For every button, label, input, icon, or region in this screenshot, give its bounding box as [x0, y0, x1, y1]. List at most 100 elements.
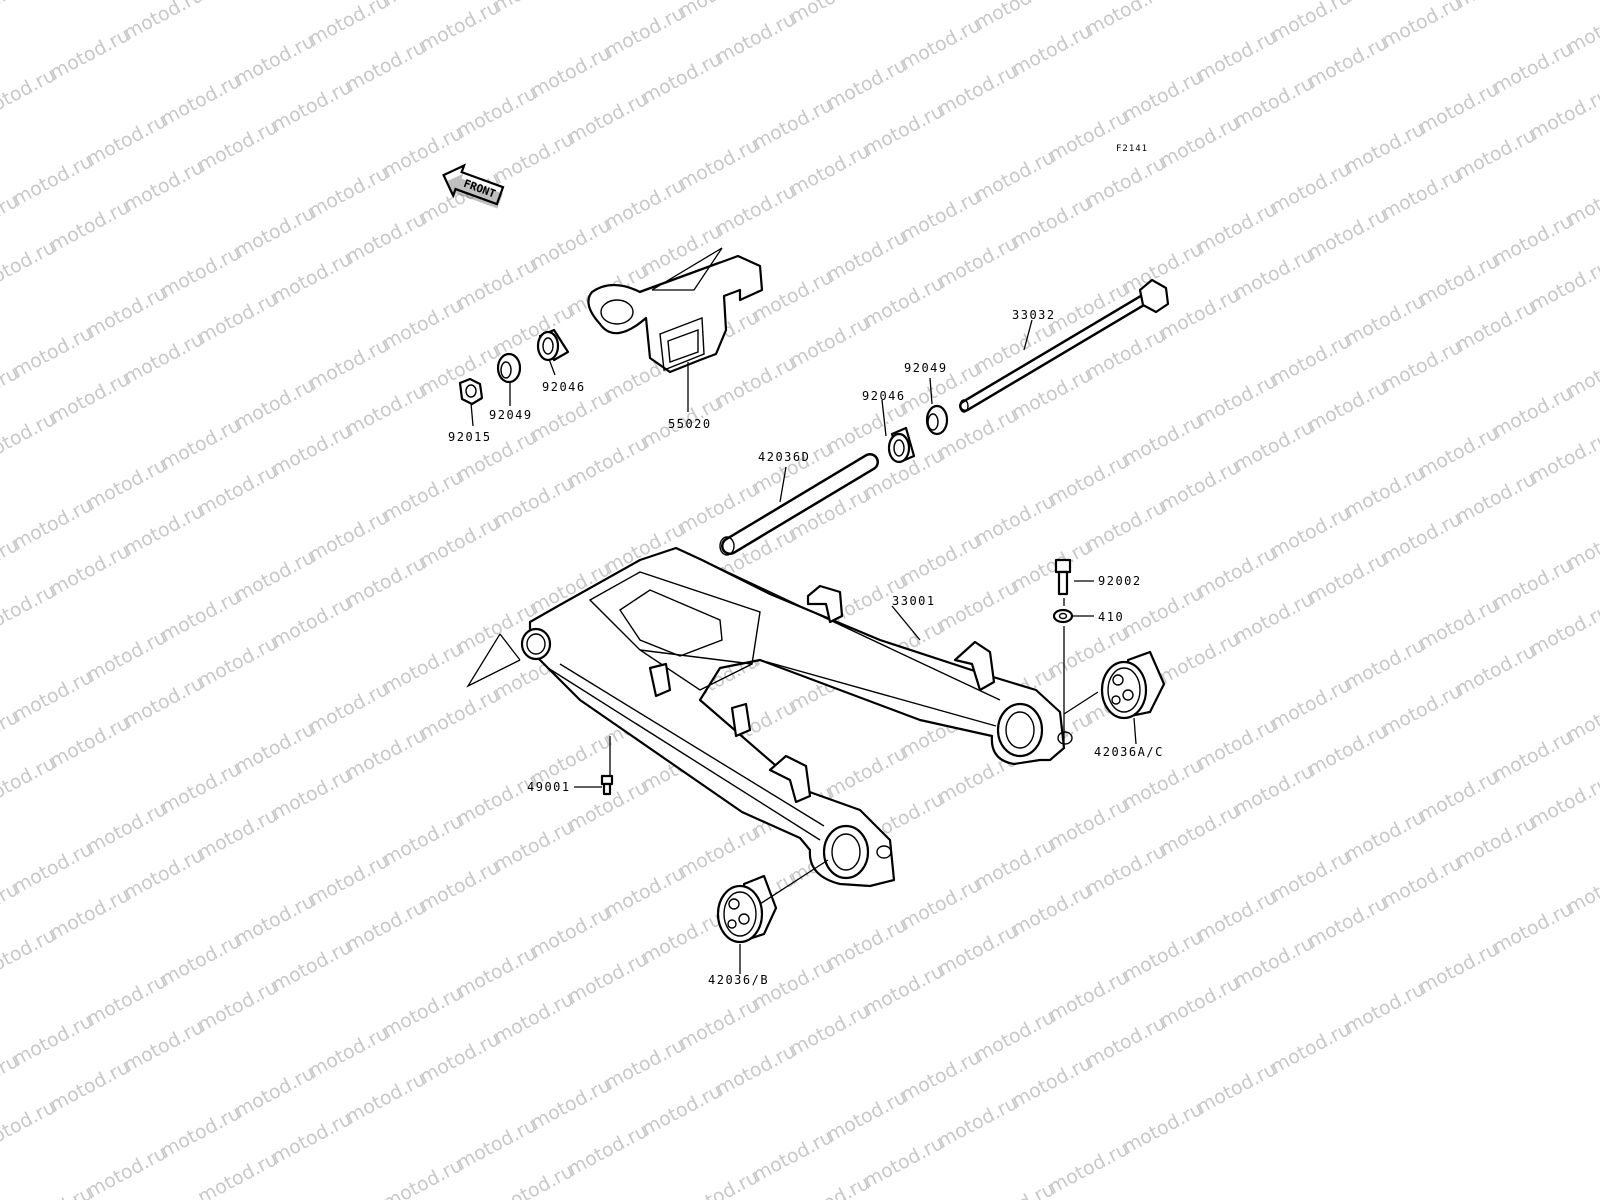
watermark-text: motod.ru — [342, 208, 429, 268]
watermark-text: motod.ru — [564, 432, 651, 492]
watermark-text: motod.ru — [342, 724, 429, 784]
label-92002: 92002 — [1098, 574, 1142, 588]
watermark-text: motod.ru — [231, 546, 318, 606]
watermark-text: motod.ru — [1415, 78, 1502, 138]
watermark-text: motod.ru — [1193, 26, 1280, 86]
watermark-text: motod.ru — [194, 1148, 281, 1200]
watermark-text: motod.ru — [1156, 628, 1243, 688]
watermark-text: motod.ru — [897, 186, 984, 246]
watermark-text: motod.ru — [1267, 0, 1354, 46]
leader-lines — [470, 319, 1137, 974]
watermark-text: motod.ru — [120, 500, 207, 560]
watermark-text: motod.ru — [934, 60, 1021, 120]
watermark-text: motod.ru — [1193, 886, 1280, 946]
watermark-text: motod.ru — [1193, 198, 1280, 258]
watermark-text: motod.ru — [675, 0, 762, 22]
watermark-text: motod.ru — [453, 942, 540, 1002]
watermark-text: motod.ru — [971, 318, 1058, 378]
watermark-text: motod.ru — [1267, 502, 1354, 562]
swingarm-33001 — [520, 546, 1073, 888]
watermark-text: motod.ru — [231, 718, 318, 778]
watermark-text: motod.ru — [1378, 336, 1465, 396]
watermark-text: motod.ru — [1452, 0, 1539, 12]
watermark-text: motod.ru — [416, 340, 503, 400]
watermark-text: motod.ru — [1267, 674, 1354, 734]
watermark-text: motod.ru — [1415, 938, 1502, 998]
watermark-text: motod.ru — [1452, 468, 1539, 528]
watermark-text: motod.ru — [564, 88, 651, 148]
watermark-text: motod.ru — [83, 1142, 170, 1200]
watermark-text: motod.ru — [1341, 462, 1428, 522]
watermark-text: motod.ru — [1230, 244, 1317, 304]
watermark-text: motod.ru — [342, 1068, 429, 1128]
watermark-text: motod.ru — [194, 976, 281, 1036]
watermark-text: motod.ru — [1045, 106, 1132, 166]
watermark-text: motod.ru — [268, 936, 355, 996]
watermark-text: motod.ru — [379, 982, 466, 1042]
label-33001: 33001 — [892, 594, 936, 608]
watermark-text: motod.ru — [1008, 20, 1095, 80]
watermark-text: motod.ru — [1415, 422, 1502, 482]
watermark-text: motod.ru — [120, 844, 207, 904]
watermark-text: motod.ru — [1378, 508, 1465, 568]
watermark-text: motod.ru — [1193, 542, 1280, 602]
watermark-text: motod.ru — [83, 282, 170, 342]
watermark-text: motod.ru — [897, 874, 984, 934]
watermark-text: motod.ru — [379, 0, 466, 10]
watermark-text: motod.ru — [527, 214, 614, 274]
watermark-text: motod.ru — [934, 920, 1021, 980]
watermark-text: motod.ru — [1045, 966, 1132, 1026]
needle-bearing-92046-left — [536, 328, 570, 362]
watermark-text: motod.ru — [416, 856, 503, 916]
watermark-text: motod.ru — [564, 948, 651, 1008]
watermark-text: motod.ru — [897, 14, 984, 74]
watermark-text: motod.ru — [1267, 330, 1354, 390]
watermark-text: motod.ru — [1378, 164, 1465, 224]
sleeve-42036d — [719, 453, 879, 556]
watermark-text: motod.ru — [1230, 588, 1317, 648]
watermark-text: motod.ru — [1082, 496, 1169, 556]
watermark-text: motod.ru — [342, 36, 429, 96]
watermark-text: motod.ru — [83, 798, 170, 858]
watermark-text: motod.ru — [1452, 640, 1539, 700]
watermark-text: motod.ru — [1045, 794, 1132, 854]
watermark-text: motod.ru — [268, 592, 355, 652]
watermark-text: motod.ru — [971, 0, 1058, 34]
watermark-text: motod.ru — [231, 374, 318, 434]
watermark-text: motod.ru — [786, 1172, 873, 1200]
watermark-text: motod.ru — [712, 1040, 799, 1100]
watermark-text: motod.ru — [1526, 256, 1600, 316]
watermark-text: motod.ru — [379, 810, 466, 870]
watermark-text: motod.ru — [823, 914, 910, 974]
bushing-42036ac — [1100, 650, 1166, 720]
watermark-text: motod.ru — [1267, 158, 1354, 218]
watermark-text: motod.ru — [823, 54, 910, 114]
watermark-text: motod.ru — [897, 530, 984, 590]
watermark-text: motod.ru — [157, 758, 244, 818]
collar-92049-left — [496, 352, 522, 384]
watermark-text: motod.ru — [453, 254, 540, 314]
watermark-text: motod.ru — [379, 294, 466, 354]
label-92049-left: 92049 — [489, 408, 533, 422]
watermark-text: motod.ru — [897, 1046, 984, 1106]
watermark-text: motod.ru — [1193, 1058, 1280, 1118]
watermark-text: motod.ru — [1452, 124, 1539, 184]
watermark-text: motod.ru — [1378, 852, 1465, 912]
watermark-text: motod.ru — [9, 1010, 96, 1070]
watermark-text: motod.ru — [268, 76, 355, 136]
watermark-text: motod.ru — [194, 804, 281, 864]
watermark-text: motod.ru — [231, 1062, 318, 1122]
watermark-text: motod.ru — [490, 816, 577, 876]
watermark-text: motod.ru — [1082, 0, 1169, 40]
watermark-text: motod.ru — [1267, 1018, 1354, 1078]
watermark-text: motod.ru — [971, 834, 1058, 894]
watermark-text: motod.ru — [1304, 892, 1391, 952]
watermark-text: motod.ru — [1119, 66, 1206, 126]
watermark-text: motod.ru — [268, 420, 355, 480]
label-410: 410 — [1098, 610, 1124, 624]
watermark-text: motod.ru — [194, 632, 281, 692]
watermark-text: motod.ru — [675, 822, 762, 882]
watermark-text: motod.ru — [527, 902, 614, 962]
